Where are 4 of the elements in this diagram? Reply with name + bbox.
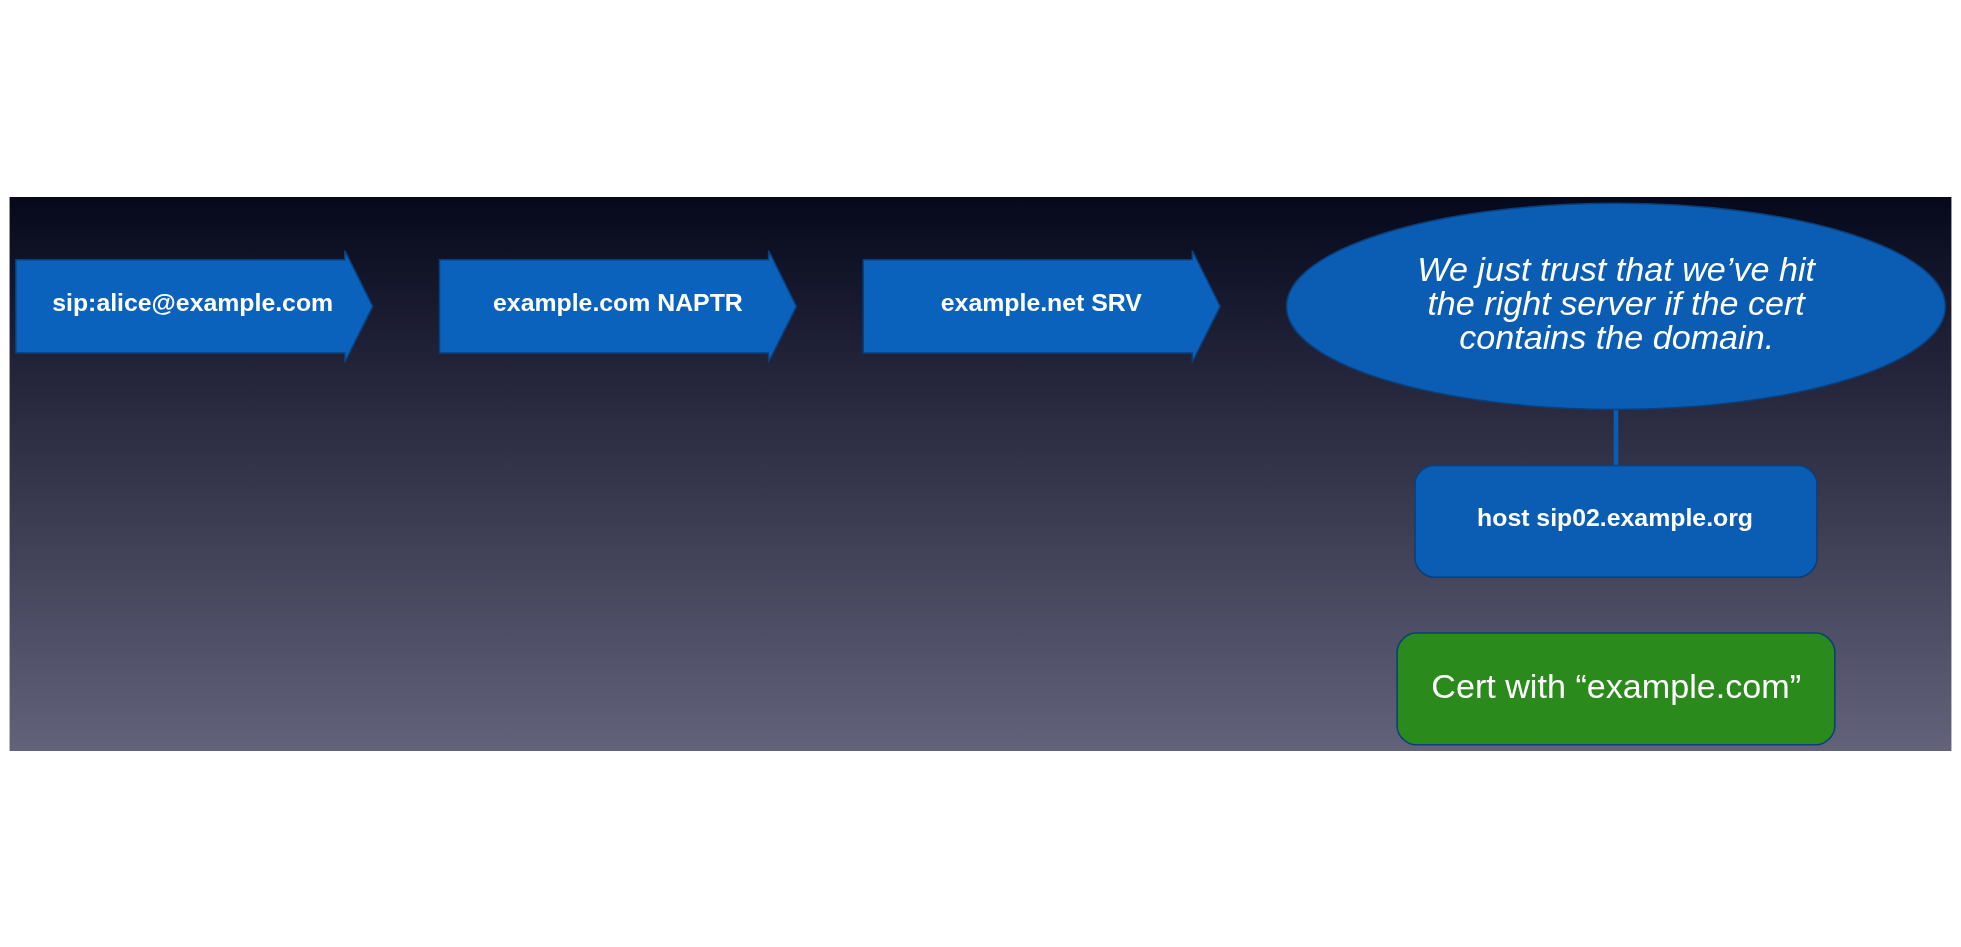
node-box: Cert with “example.com” <box>1396 631 1836 746</box>
node-box: host sip02.example.org <box>1414 464 1818 578</box>
node-ellipse: We just trust that we’ve hit the right server if the cert contains the domain. <box>1285 201 1947 410</box>
connector <box>1613 409 1619 465</box>
